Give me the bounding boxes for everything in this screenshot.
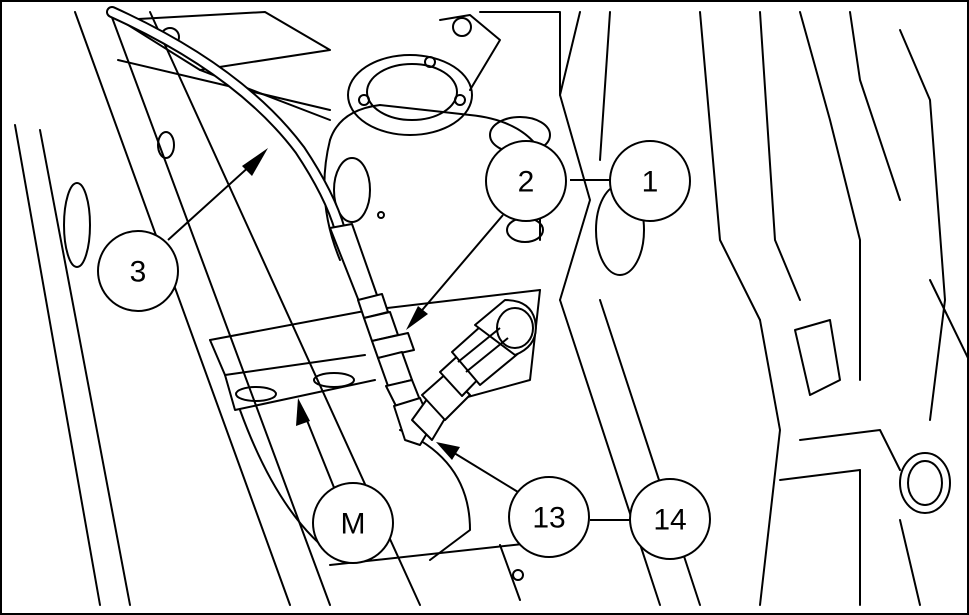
callout-1-label: 1 [642,166,659,199]
callout-13-circle [508,476,590,558]
callout-13-label: 13 [532,502,565,535]
callout-3-circle [97,230,179,312]
callout-3-label: 3 [130,256,147,289]
arrowheads [242,148,460,460]
callout-1-circle [609,140,691,222]
callout-2-circle [485,140,567,222]
callout-14-label: 14 [653,504,686,537]
quick-coupler [411,299,537,441]
callout-m-label: M [341,508,366,541]
callout-2-label: 2 [518,166,535,199]
callout-14-circle [629,478,711,560]
machine-frame [14,11,969,606]
callout-m-circle [312,482,394,564]
hydraulic-hose [106,6,346,236]
